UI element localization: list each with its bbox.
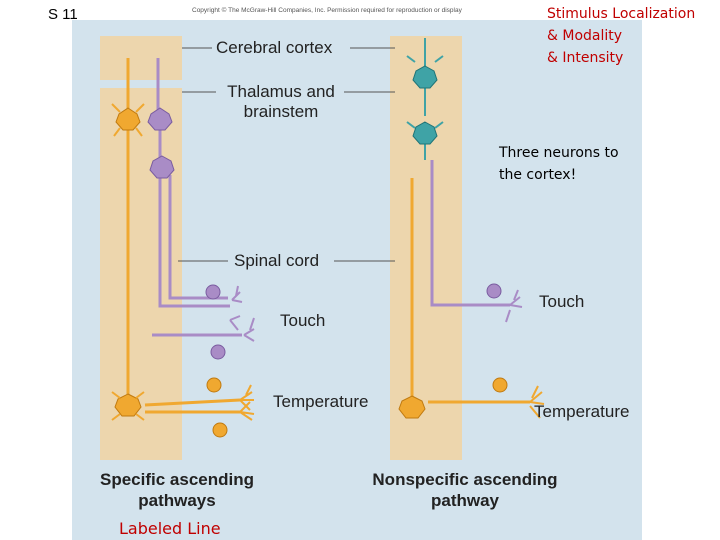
copyright-notice: Copyright © The McGraw-Hill Companies, I…	[192, 7, 462, 14]
spinal-band-left	[100, 198, 182, 460]
caption-nonspecific: Nonspecific ascending pathway	[355, 469, 575, 511]
neurons-note-line-2: the cortex!	[499, 167, 577, 183]
three-neurons-note: Three neurons to the cortex!	[499, 142, 619, 186]
label-thalamus-line2: brainstem	[243, 102, 319, 121]
caption-specific-line1: Specific ascending	[100, 470, 254, 489]
note-line-2: & Modality	[547, 28, 623, 44]
stimulus-title-note: Stimulus Localization & Modality & Inten…	[547, 3, 695, 69]
caption-nonspecific-line2: pathway	[430, 491, 500, 510]
caption-nonspecific-line1: Nonspecific ascending	[372, 470, 558, 489]
diagram-figure	[72, 20, 642, 540]
cortex-band-left	[100, 36, 182, 80]
slide-number: S 11	[48, 6, 78, 23]
thalamus-band-right	[390, 70, 462, 200]
neurons-note-line-1: Three neurons to	[499, 145, 619, 161]
caption-specific-line2: pathways	[138, 491, 216, 510]
label-thalamus: Thalamus and brainstem	[218, 82, 344, 122]
label-cerebral-cortex: Cerebral cortex	[216, 38, 333, 57]
thalamus-band-left	[100, 88, 182, 206]
labeled-line-note: Labeled Line	[119, 519, 221, 538]
label-temperature-right: Temperature	[534, 402, 630, 421]
label-thalamus-line1: Thalamus and	[227, 82, 335, 101]
note-line-1: Stimulus Localization	[547, 6, 696, 22]
label-touch-left: Touch	[280, 311, 326, 330]
label-temperature-left: Temperature	[273, 392, 369, 411]
spinal-band-right	[390, 198, 462, 460]
label-touch-right: Touch	[539, 292, 585, 311]
label-spinal-cord: Spinal cord	[234, 251, 320, 270]
note-line-3: & Intensity	[547, 50, 624, 66]
caption-specific: Specific ascending pathways	[80, 469, 274, 511]
